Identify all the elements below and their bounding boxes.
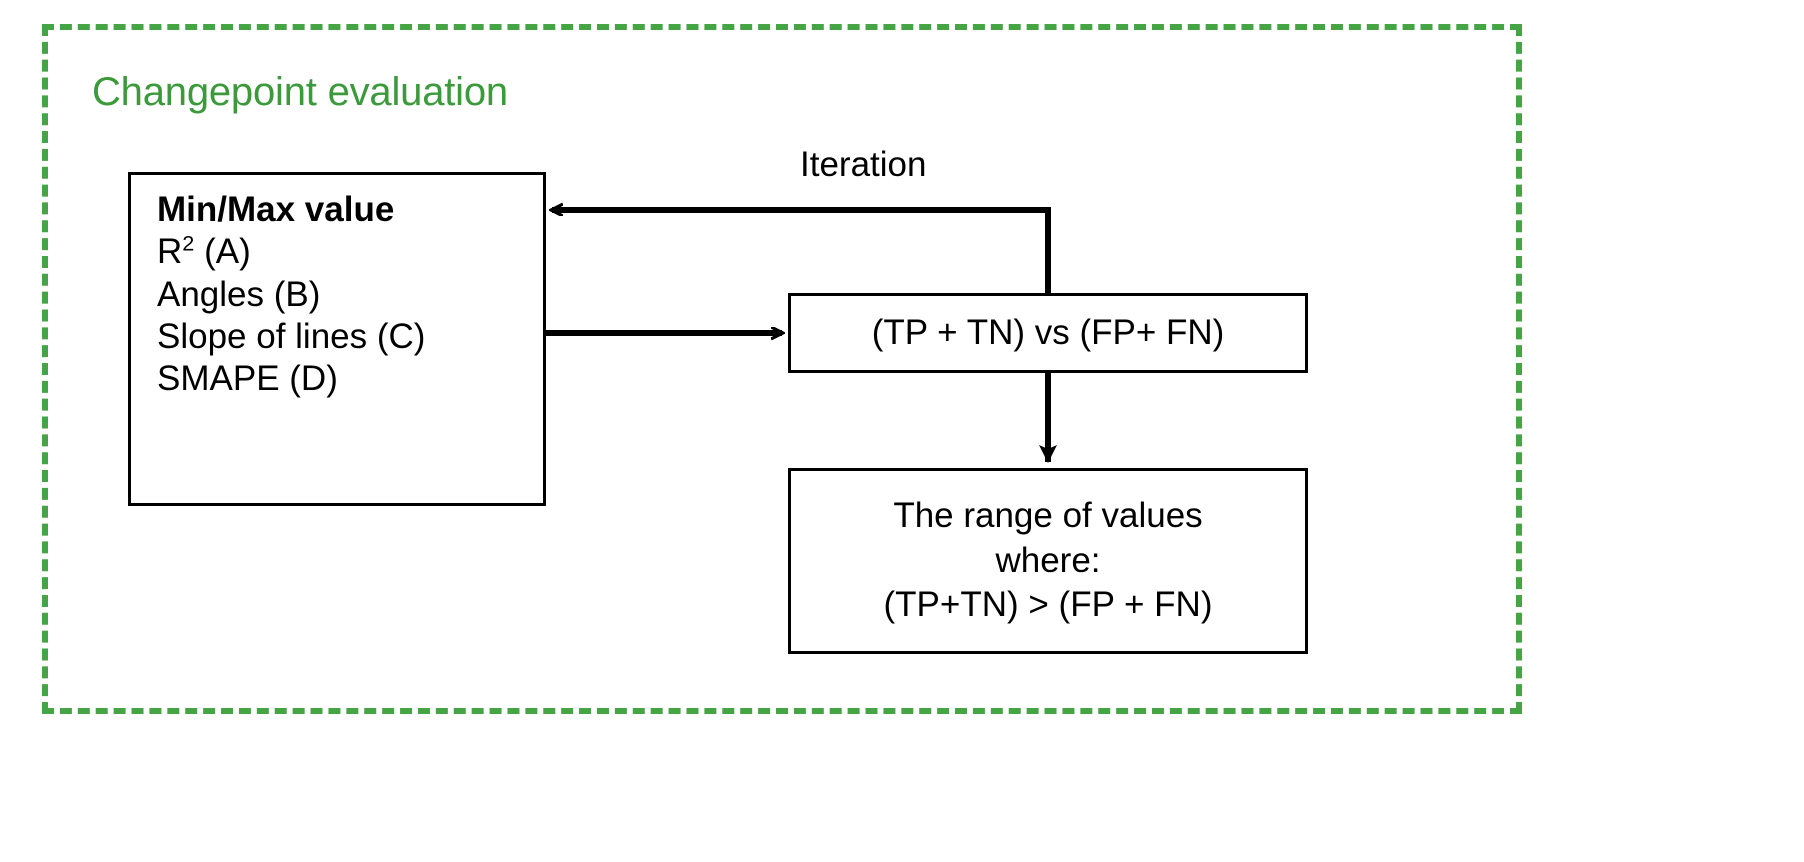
changepoint-evaluation-frame [42,24,1522,714]
frame-title: Changepoint evaluation [92,70,508,114]
result-box-line-3: (TP+TN) > (FP + FN) [883,585,1213,625]
iteration-label: Iteration [800,145,927,184]
criteria-r2-exponent: 2 [182,230,195,256]
criteria-r2-base: R [157,232,183,272]
criteria-item-minmax: Min/Max value [157,190,395,229]
result-box: The range of values where: (TP+TN) > (FP… [788,468,1308,654]
criteria-item-r2: R2 (A) [157,231,543,273]
criteria-item-slope: Slope of lines (C) [157,317,426,357]
result-box-line-2: where: [995,540,1101,580]
criteria-box: Min/Max value R2 (A) Angles (B) Slope of… [128,172,546,506]
compare-box: (TP + TN) vs (FP+ FN) [788,293,1308,373]
criteria-item-smape: SMAPE (D) [157,359,338,399]
criteria-r2-rest: (A) [194,232,251,272]
compare-box-text: (TP + TN) vs (FP+ FN) [871,313,1225,352]
criteria-item-angles: Angles (B) [157,274,321,314]
result-box-line-1: The range of values [893,495,1203,535]
